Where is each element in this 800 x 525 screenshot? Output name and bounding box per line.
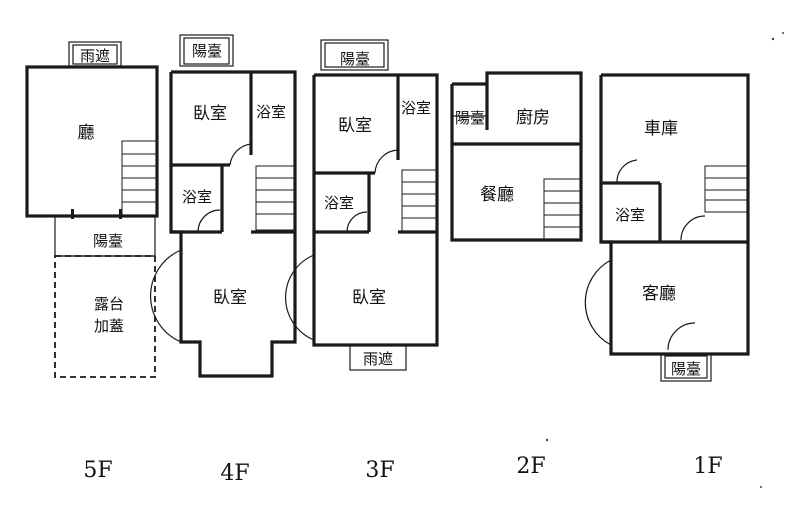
2f-label-balcony: 陽臺 [455, 109, 485, 127]
5f-label-addition: 加蓋 [94, 317, 124, 335]
1f-label-balcony: 陽臺 [671, 360, 701, 378]
3f-label-canopy: 雨遮 [363, 350, 393, 368]
1f-label-living: 客廳 [642, 284, 676, 304]
5f-label-balcony: 陽臺 [93, 232, 123, 250]
2f-stairs [543, 178, 582, 241]
3f-label-bedroom-bottom: 臥室 [352, 288, 386, 308]
3f-label-bath-bottom: 浴室 [324, 194, 354, 212]
2f-label-dining: 餐廳 [480, 185, 514, 205]
5f-label-canopy: 雨遮 [80, 47, 110, 65]
3f-label-bath-top: 浴室 [401, 99, 431, 117]
3f-label-balcony: 陽臺 [340, 50, 370, 68]
3f-stairs [401, 169, 438, 233]
floor-1f-plan: 車庫 浴室 客廳 陽臺 1F [584, 73, 750, 479]
4f-label-bedroom-top: 臥室 [193, 104, 227, 124]
1f-balcony [660, 353, 712, 382]
1f-stairs [704, 165, 749, 213]
5f-stairs [121, 140, 158, 217]
2f-floor-label: 2F [516, 454, 545, 479]
3f-balcony [320, 39, 389, 71]
4f-label-bedroom-bottom: 臥室 [213, 288, 247, 308]
2f-label-kitchen: 廚房 [516, 107, 550, 128]
5f-label-hall: 廳 [78, 123, 95, 143]
3f-floor-label: 3F [365, 458, 394, 483]
1f-label-garage: 車庫 [644, 119, 678, 139]
4f-label-balcony: 陽臺 [192, 42, 222, 60]
4f-floor-label: 4F [220, 461, 249, 486]
1f-floor-label: 1F [693, 454, 722, 479]
1f-label-bath: 浴室 [615, 206, 645, 224]
3f-label-bedroom-top: 臥室 [338, 116, 372, 136]
5f-floor-label: 5F [83, 458, 112, 483]
4f-stairs [255, 165, 296, 231]
4f-label-bath-bottom: 浴室 [182, 188, 212, 206]
floor-5f-plan: 雨遮 廳 陽臺 露台 加蓋 5F [25, 41, 159, 483]
floor-3f-plan: 陽臺 臥室 浴室 浴室 臥室 雨遮 3F [285, 39, 439, 483]
4f-label-bath-top: 浴室 [256, 103, 286, 121]
5f-label-terrace: 露台 [94, 295, 124, 313]
4f-balcony [179, 34, 234, 67]
floor-2f-plan: 陽臺 廚房 餐廳 2F [450, 71, 583, 479]
3f-canopy [349, 344, 407, 371]
floor-4f-plan: 陽臺 臥室 浴室 浴室 臥室 4F [149, 34, 297, 486]
